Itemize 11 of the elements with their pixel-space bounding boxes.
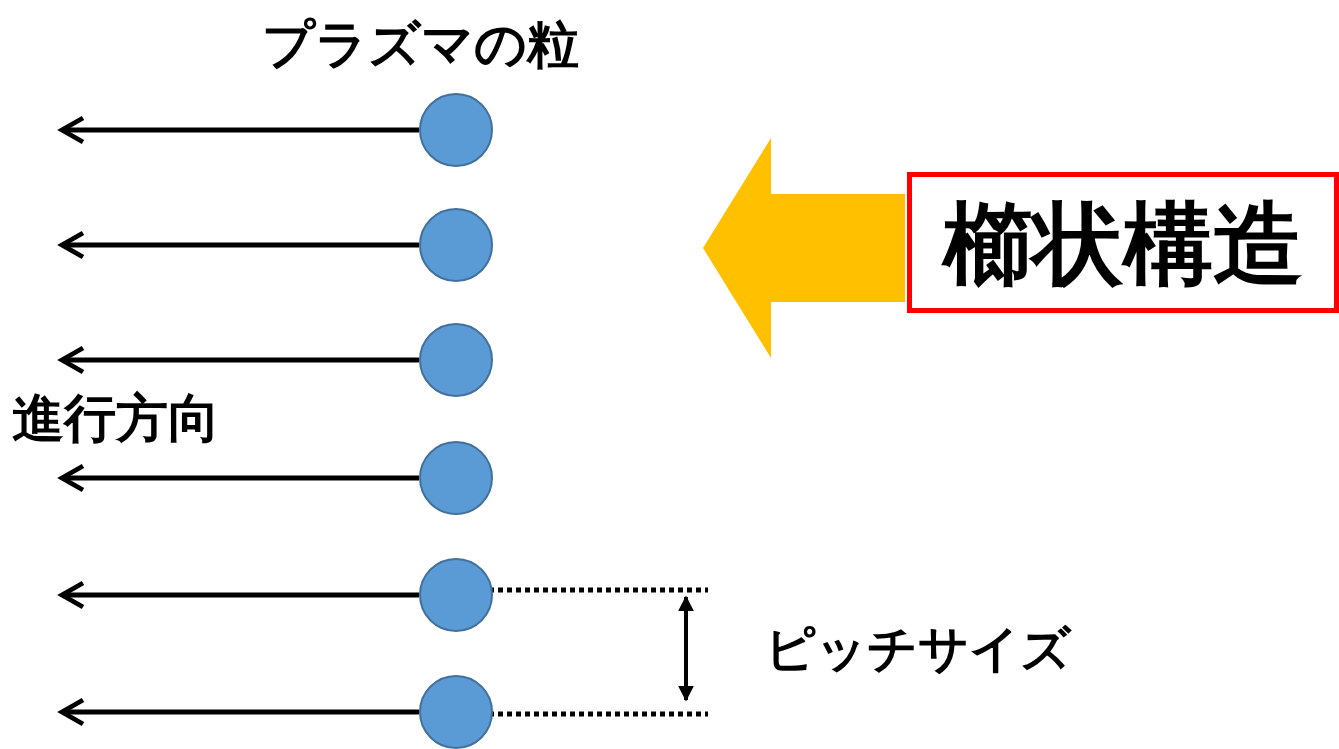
arrow bbox=[59, 580, 419, 610]
title-box: 櫛状構造 bbox=[907, 172, 1339, 313]
arrow bbox=[59, 463, 419, 493]
direction-label: 進行方向 bbox=[12, 392, 220, 444]
arrow bbox=[59, 230, 419, 260]
arrow bbox=[59, 697, 419, 727]
block-arrow bbox=[703, 138, 905, 358]
heading-label: プラズマの粒 bbox=[262, 18, 579, 70]
arrow bbox=[59, 345, 419, 375]
arrow bbox=[59, 115, 419, 145]
pitch-label: ピッチサイズ bbox=[765, 624, 1071, 674]
